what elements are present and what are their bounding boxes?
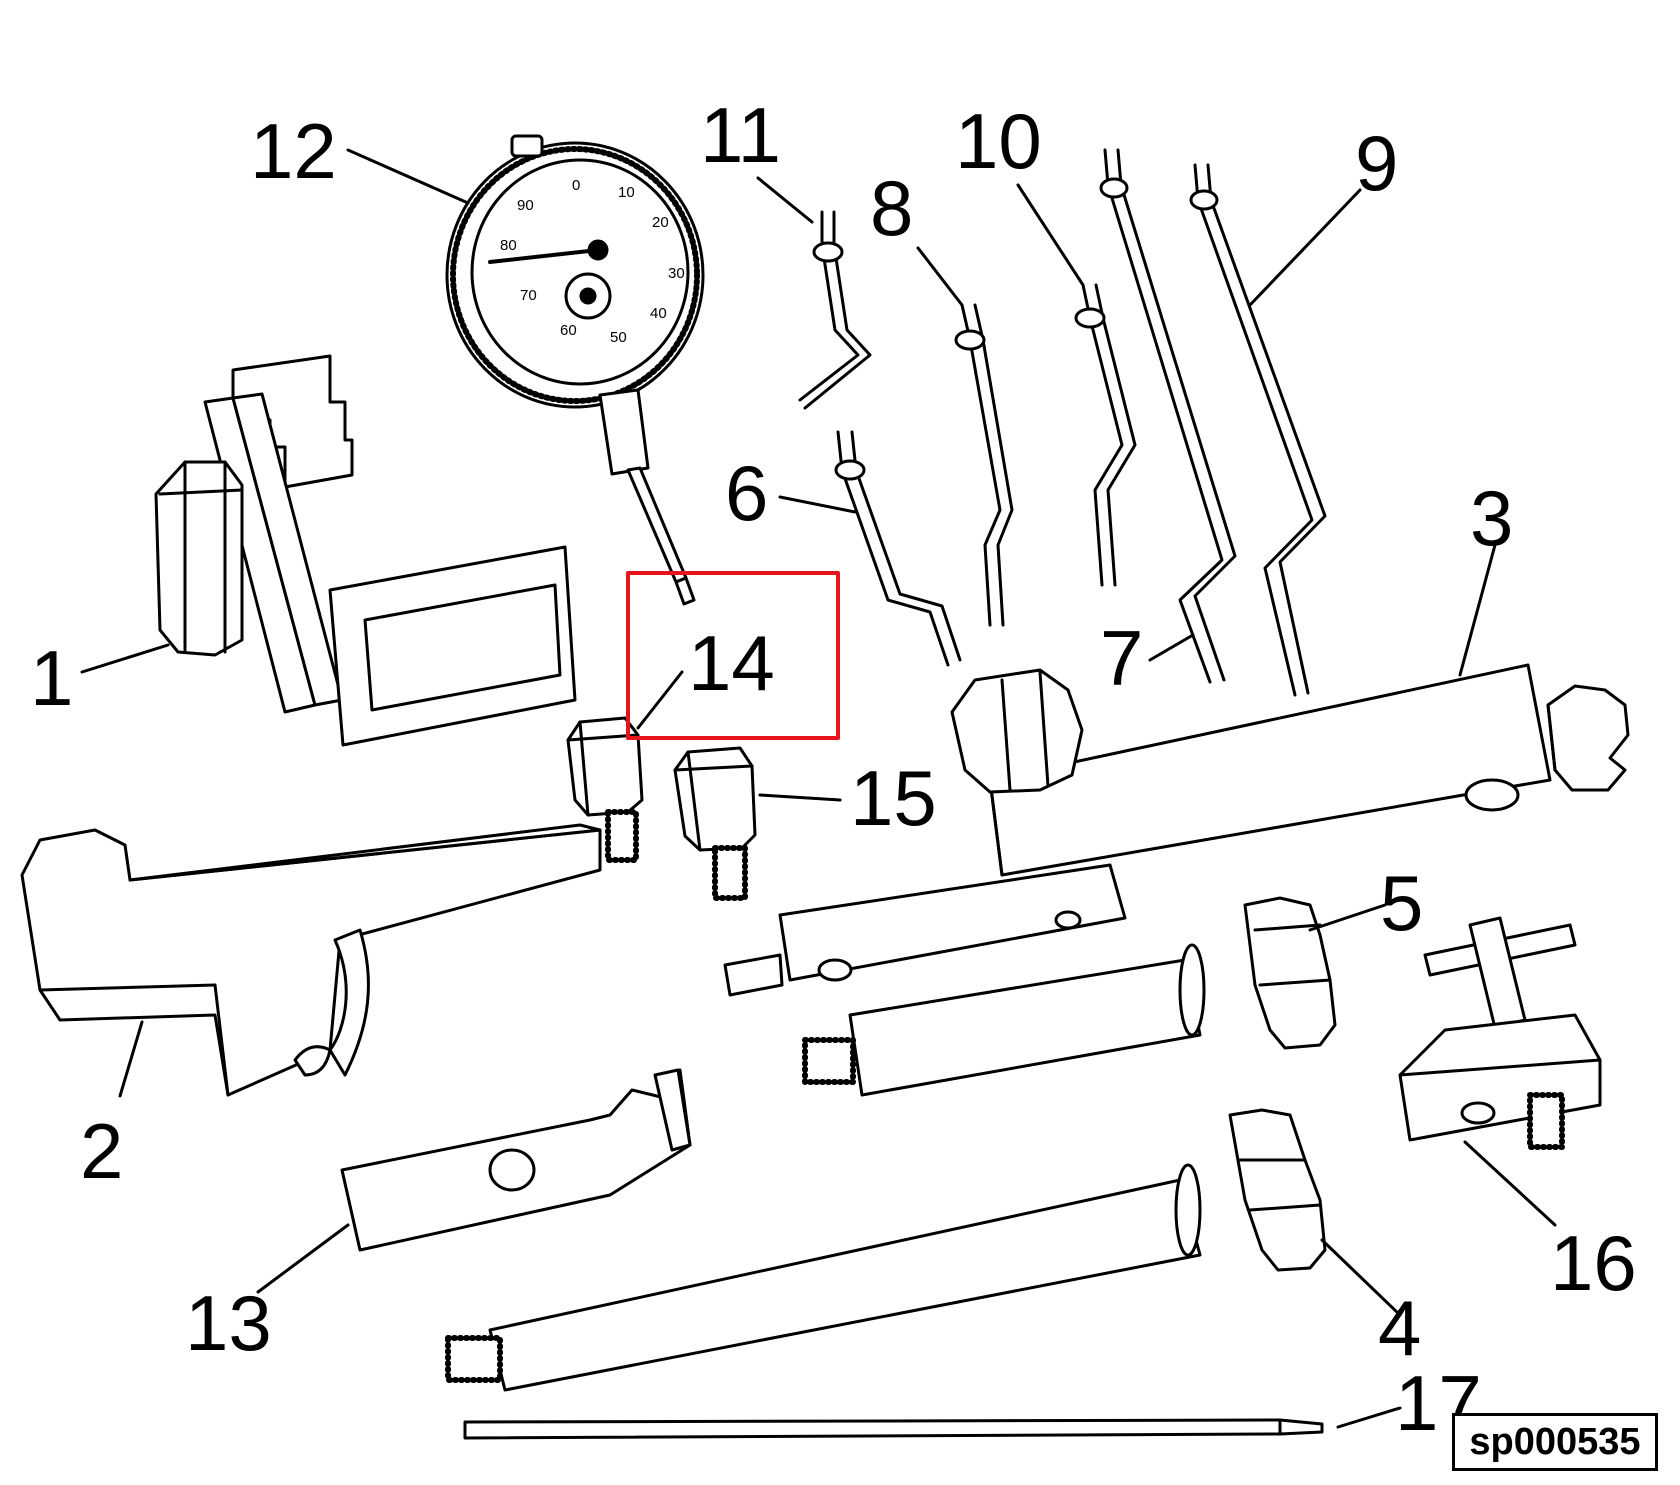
- callout-1: 1: [30, 634, 73, 722]
- leader-10: [1016, 183, 1085, 287]
- part-13-lever: [340, 1068, 692, 1252]
- leader-5: [1308, 903, 1387, 932]
- dial-scale-10: 10: [618, 184, 635, 201]
- dial-scale-50: 50: [610, 329, 627, 346]
- part-3-bar: [950, 663, 1630, 877]
- callout-labels: 1 2 3 4 5 6 7 8 9 10 11 12 13 14 15 16 1…: [30, 91, 1637, 1447]
- dial-scale-80: 80: [500, 237, 517, 254]
- callout-10: 10: [955, 97, 1042, 185]
- dial-scale: 0 10 20 30 40 50 60 70 80 90: [500, 177, 685, 346]
- callout-7: 7: [1100, 614, 1143, 702]
- leader-12: [346, 148, 470, 205]
- leader-11: [756, 176, 814, 224]
- part-11-rod: [798, 210, 872, 410]
- part-7-rod: [1099, 148, 1237, 684]
- part-10-rod: [1074, 283, 1137, 587]
- callout-12: 12: [250, 107, 337, 195]
- part-16-clamp: [1398, 916, 1602, 1150]
- part-12-dial-indicator: [445, 134, 705, 606]
- leader-8: [916, 246, 964, 307]
- leader-9: [1248, 188, 1362, 307]
- dial-scale-90: 90: [517, 197, 534, 214]
- callout-4: 4: [1378, 1284, 1421, 1372]
- leader-14: [636, 670, 684, 730]
- part-9-rod: [1189, 163, 1327, 697]
- part-1-bracket: [154, 354, 577, 747]
- part-8-rod: [954, 303, 1014, 627]
- leader-3: [1458, 543, 1497, 677]
- part-6-rod: [834, 430, 962, 667]
- leader-13: [256, 1223, 350, 1294]
- highlight-box-14: [626, 571, 840, 740]
- callout-5: 5: [1380, 859, 1423, 947]
- dial-scale-60: 60: [560, 322, 577, 339]
- leader-16: [1463, 1140, 1557, 1227]
- figure-id: sp000535: [1452, 1413, 1658, 1471]
- dial-scale-20: 20: [652, 214, 669, 231]
- part-2-base-arm: [20, 823, 602, 1097]
- callout-6: 6: [725, 449, 768, 537]
- leader-2: [118, 1020, 144, 1098]
- part-5-shaft: [723, 863, 1337, 1097]
- callout-16: 16: [1550, 1219, 1637, 1307]
- callout-9: 9: [1355, 119, 1398, 207]
- callout-15: 15: [850, 754, 937, 842]
- callout-13: 13: [185, 1279, 272, 1367]
- leader-15: [758, 793, 842, 802]
- part-15-adapter: [673, 746, 757, 901]
- leader-7: [1148, 633, 1195, 662]
- leader-1: [80, 643, 170, 674]
- callout-2: 2: [80, 1107, 123, 1195]
- callout-8: 8: [870, 164, 913, 252]
- callout-14: 14: [688, 619, 775, 707]
- dial-scale-30: 30: [668, 265, 685, 282]
- leader-4: [1320, 1238, 1402, 1317]
- part-4-shaft: [445, 1108, 1327, 1392]
- leader-6: [778, 495, 857, 514]
- dial-scale-0: 0: [572, 177, 580, 194]
- dial-scale-70: 70: [520, 287, 537, 304]
- callout-11: 11: [700, 91, 781, 179]
- part-14-adapter: [566, 716, 644, 863]
- part-17-rod: [463, 1418, 1324, 1440]
- dial-scale-40: 40: [650, 305, 667, 322]
- leader-17: [1336, 1406, 1402, 1429]
- callout-3: 3: [1470, 474, 1513, 562]
